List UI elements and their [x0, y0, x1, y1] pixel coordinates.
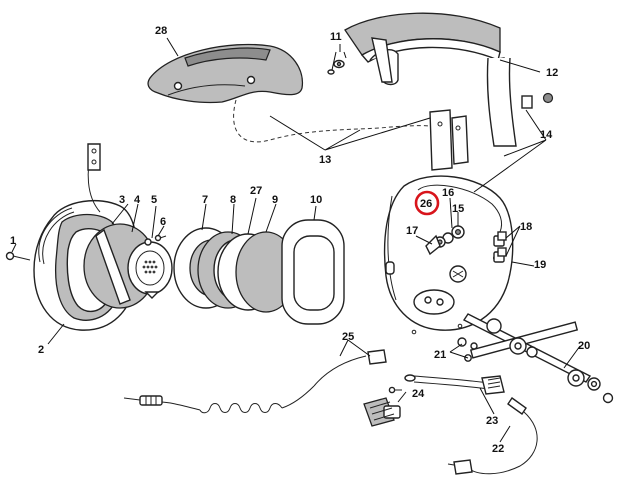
callout-1: 1 [10, 235, 16, 247]
callout-labels: 28 11 12 13 14 1 2 3 4 5 6 7 8 27 9 10 1… [10, 25, 590, 455]
callout-7: 7 [202, 194, 208, 206]
part-6-terminal-screw[interactable] [154, 234, 167, 242]
part-10-ear-seal[interactable] [281, 219, 345, 325]
callout-20: 20 [578, 340, 590, 352]
callout-8: 8 [230, 194, 236, 206]
callout-22: 22 [492, 443, 504, 455]
callout-4: 4 [134, 194, 141, 206]
highlighted-callout-26[interactable]: 26 [414, 190, 440, 216]
part-20-boom-mic[interactable] [462, 313, 614, 404]
part-11-nut[interactable] [327, 59, 345, 75]
part-18-cord-clip[interactable] [493, 231, 507, 263]
callout-17: 17 [406, 225, 418, 237]
callout-15: 15 [452, 203, 464, 215]
part-3-headband-wire[interactable] [38, 143, 101, 265]
part-1-screw[interactable] [5, 251, 31, 261]
callout-9: 9 [272, 194, 278, 206]
callout-18: 18 [520, 221, 532, 233]
callout-10: 10 [310, 194, 322, 206]
callout-23: 23 [486, 415, 498, 427]
leader-lines [11, 37, 581, 443]
callout-19: 19 [534, 259, 546, 271]
callout-6: 6 [160, 216, 166, 228]
callout-14: 14 [540, 129, 553, 141]
callout-2: 2 [38, 344, 44, 356]
part-25-coiled-cable[interactable] [123, 349, 387, 414]
part-12-headband[interactable] [344, 12, 554, 147]
part-15-control-knob[interactable] [425, 225, 465, 256]
part-19-ear-cup-right[interactable] [383, 175, 514, 335]
part-22-cable-plug[interactable] [447, 411, 538, 475]
callout-13: 13 [319, 154, 331, 166]
callout-27: 27 [250, 185, 262, 197]
callout-26: 26 [420, 198, 432, 210]
part-28-head-pad[interactable] [147, 43, 304, 104]
part-14-slider-blade[interactable] [429, 109, 469, 171]
callout-25: 25 [342, 331, 354, 343]
pad-attachment-dashed-line [233, 99, 431, 143]
callout-3: 3 [119, 194, 125, 206]
part-23-mic-cable[interactable] [404, 374, 527, 415]
callout-21: 21 [434, 349, 446, 361]
highlight-circle [414, 190, 440, 216]
part-24-jack-socket[interactable] [363, 386, 402, 427]
callout-5: 5 [151, 194, 157, 206]
callout-24: 24 [412, 388, 425, 400]
callout-12: 12 [546, 67, 558, 79]
callout-28: 28 [155, 25, 167, 37]
cord-loop-14 [417, 184, 503, 233]
callout-16: 16 [442, 187, 454, 199]
part-5-earphone-element[interactable] [127, 238, 173, 299]
callout-11: 11 [330, 31, 342, 43]
